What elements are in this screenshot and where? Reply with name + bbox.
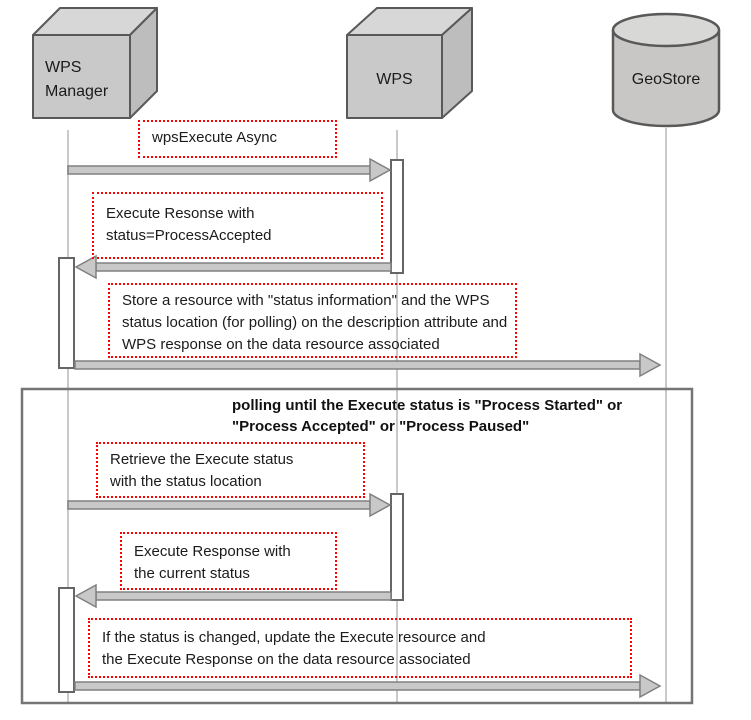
- arrow-retrieve-status: [67, 492, 392, 518]
- loop-frame: [20, 387, 694, 705]
- note-store-resource: Store a resource with "status informatio…: [108, 283, 517, 358]
- note-execute-response-current: Execute Response with the current status: [120, 532, 337, 590]
- geostore-database-cylinder: [611, 12, 721, 128]
- activation-wps-2: [390, 493, 404, 601]
- note-retrieve-status: Retrieve the Execute status with the sta…: [96, 442, 365, 498]
- wps-manager-label: WPS Manager: [45, 59, 109, 100]
- loop-frame-label: polling until the Execute status is "Pro…: [232, 397, 623, 435]
- activation-wps-manager-1: [58, 257, 75, 369]
- activation-wps-manager-2: [58, 587, 75, 693]
- note-wps-execute-async: wpsExecute Async: [138, 120, 337, 158]
- geostore-label: GeoStore: [631, 71, 701, 88]
- note-execute-response-accepted: Execute Resonse with status=ProcessAccep…: [92, 192, 383, 259]
- note-update-resource: If the status is changed, update the Exe…: [88, 618, 632, 678]
- wps-node: [346, 7, 473, 119]
- wps-manager-node: [32, 7, 158, 119]
- wps-label: WPS: [376, 71, 413, 88]
- arrow-execute-response-current: [74, 583, 392, 609]
- activation-wps-1: [390, 159, 404, 274]
- arrow-store-resource: [74, 352, 662, 378]
- arrow-update-resource: [74, 673, 662, 699]
- arrow-execute-response-accepted: [74, 254, 392, 280]
- arrow-wps-execute-async: [67, 157, 392, 183]
